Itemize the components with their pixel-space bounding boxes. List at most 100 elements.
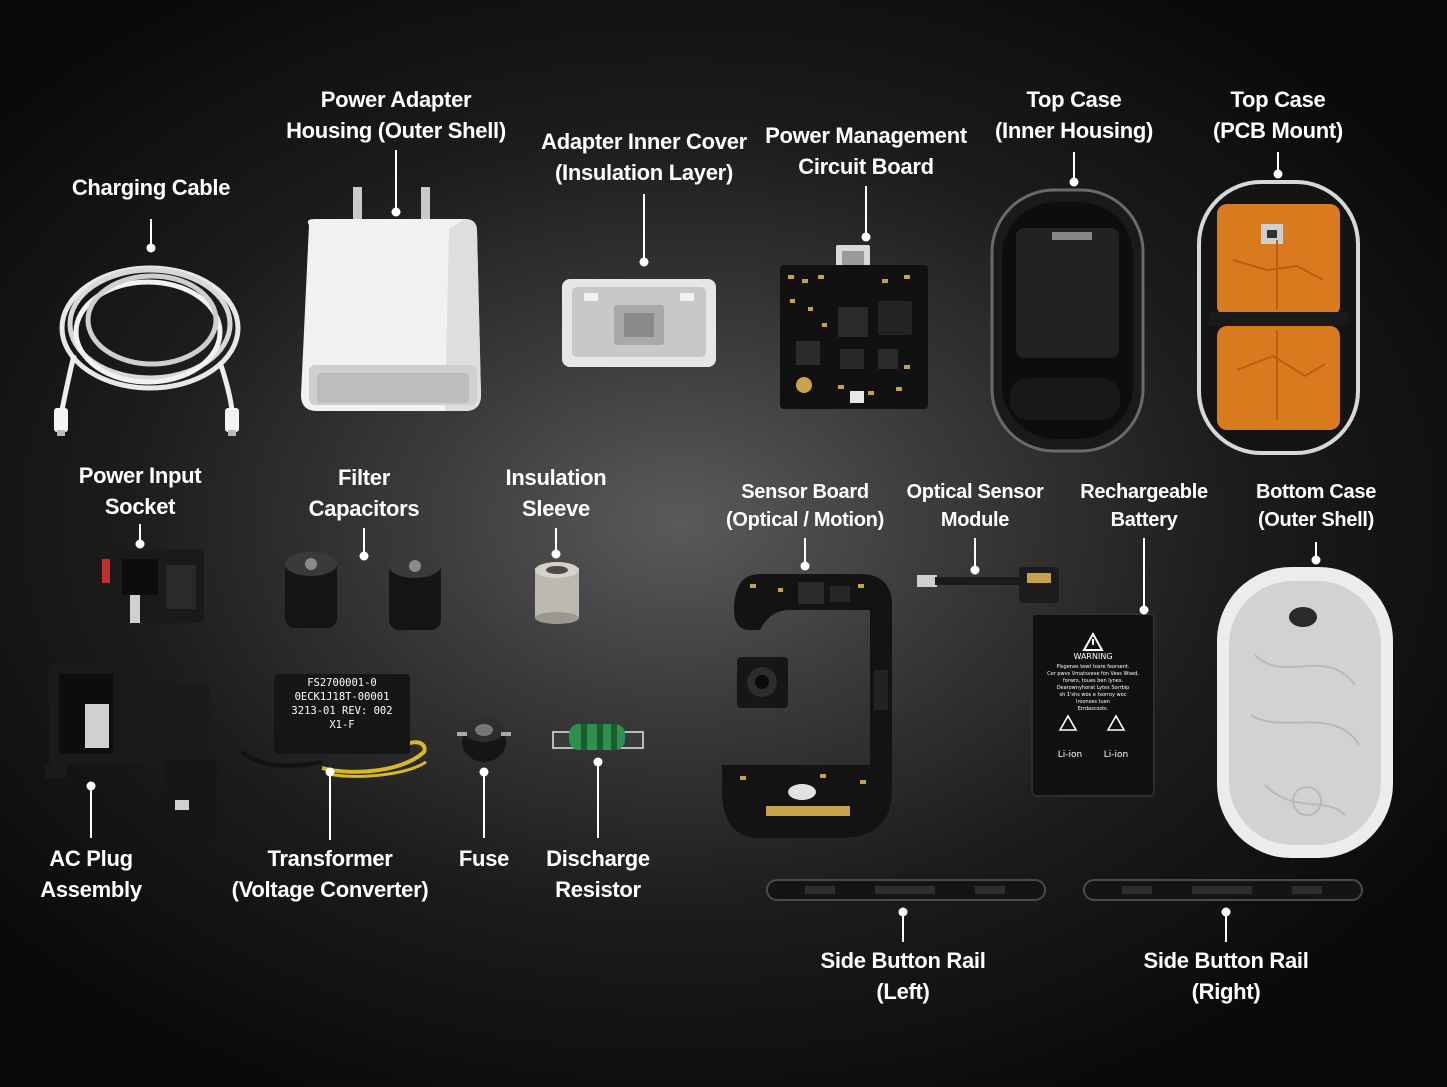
sensor-board-image [720, 570, 895, 842]
discharge-resistor-leader-dot [593, 757, 603, 767]
filter-capacitors-image [283, 548, 443, 632]
side-button-rail-right-label-line: (Right) [1191, 979, 1261, 1004]
power-management-board-leader-dot [861, 232, 871, 242]
side-button-rail-left-leader-line [902, 912, 904, 942]
top-case-pcb-leader-line [1277, 152, 1279, 174]
charging-cable-label-line: Charging Cable [71, 175, 231, 200]
ac-plug-assembly-label-line: AC Plug [49, 846, 133, 871]
top-case-pcb-leader-dot [1273, 169, 1283, 179]
rechargeable-battery-leader-line [1143, 538, 1145, 610]
transformer-image [232, 672, 432, 782]
battery-recycle-label-2: Li-ion [1103, 750, 1129, 760]
adapter-inner-cover-leader-dot [639, 257, 649, 267]
discharge-resistor-label-line: Resistor [555, 877, 641, 902]
insulation-sleeve-label-line: Insulation [505, 465, 607, 490]
ac-plug-assembly-image [45, 660, 225, 840]
sensor-board-label-line: (Optical / Motion) [726, 509, 884, 531]
optical-sensor-module-label-line: Module [940, 509, 1010, 531]
power-management-board-label-line: Circuit Board [798, 154, 934, 179]
bottom-case-leader-line [1315, 542, 1317, 560]
sensor-board-leader-dot [800, 561, 810, 571]
power-input-socket-label-line: Socket [104, 494, 176, 519]
charging-cable-leader-dot [146, 243, 156, 253]
filter-capacitors-leader-dot [359, 551, 369, 561]
top-case-inner-image [990, 188, 1145, 453]
discharge-resistor-image [552, 720, 644, 756]
power-adapter-housing-label-line: Housing (Outer Shell) [286, 118, 506, 143]
top-case-pcb-label: Top Case(PCB Mount) [1213, 84, 1343, 146]
power-adapter-housing-leader-dot [391, 207, 401, 217]
bottom-case-label-line: (Outer Shell) [1257, 509, 1375, 531]
top-case-inner-label: Top Case (Inner Housing) [995, 84, 1153, 146]
adapter-inner-cover-label-line: (Insulation Layer) [555, 160, 733, 185]
power-input-socket-image [100, 545, 210, 627]
side-button-rail-left-label-line: (Left) [876, 979, 930, 1004]
power-input-socket-leader-dot [135, 539, 145, 549]
ac-plug-assembly-leader-line [90, 786, 92, 838]
adapter-inner-cover-label-line: Adapter Inner Cover [541, 129, 747, 154]
sensor-camera-image [735, 655, 790, 710]
sensor-board-leader-line [804, 538, 806, 566]
top-case-inner-leader-dot [1069, 177, 1079, 187]
power-adapter-housing-leader-line [395, 150, 397, 212]
power-management-board-leader-line [865, 186, 867, 237]
rechargeable-battery-image [1030, 612, 1156, 798]
adapter-inner-cover-label: Adapter Inner Cover (Insulation Layer) [541, 126, 747, 188]
bottom-case-label: Bottom Case (Outer Shell) [1256, 478, 1376, 534]
transformer-marking: FS2700001-0 0ECK1J18T-00001 3213-01 REV:… [291, 677, 393, 731]
insulation-sleeve-leader-line [555, 528, 557, 554]
battery-recycle-label-1: Li-ion [1057, 750, 1083, 760]
charging-cable-label: Charging Cable [71, 172, 231, 203]
power-management-board-label-line: Power Management [765, 123, 967, 148]
fuse-label-line: Fuse [458, 846, 510, 871]
side-button-rail-right-leader-dot [1221, 907, 1231, 917]
top-case-pcb-label-line: Top Case [1230, 87, 1326, 112]
side-button-rail-left-label: Side Button Rail (Left) [820, 945, 985, 1007]
filter-capacitors-label-line: Filter [338, 465, 390, 490]
optical-sensor-module-leader-line [974, 538, 976, 570]
power-adapter-housing-label-line: Power Adapter [320, 87, 472, 112]
charging-cable-leader-line [150, 219, 152, 248]
top-case-inner-label-line: Top Case [1026, 87, 1122, 112]
transformer-label-line: (Voltage Converter) [231, 877, 429, 902]
transformer-label-line: Transformer [267, 846, 393, 871]
adapter-inner-cover-image [560, 275, 718, 370]
insulation-sleeve-label-line: Sleeve [522, 496, 590, 521]
ac-plug-assembly-label-line: Assembly [40, 877, 142, 902]
top-case-inner-label-line: (Inner Housing) [994, 118, 1154, 143]
bottom-case-label-line: Bottom Case [1255, 481, 1377, 503]
insulation-sleeve-image [532, 560, 582, 624]
top-case-inner-leader-line [1073, 152, 1075, 182]
discharge-resistor-leader-line [597, 762, 599, 838]
adapter-inner-cover-leader-line [643, 194, 645, 262]
fuse-leader-dot [479, 767, 489, 777]
side-button-rail-left-image [765, 878, 1047, 902]
optical-sensor-module-leader-dot [970, 565, 980, 575]
power-management-board-image [778, 245, 930, 410]
transformer-leader-dot [325, 767, 335, 777]
transformer-leader-line [329, 772, 331, 840]
optical-sensor-module-image [915, 565, 1065, 607]
side-button-rail-right-label: Side Button Rail (Right) [1143, 945, 1308, 1007]
rechargeable-battery-label-line: Rechargeable [1080, 481, 1208, 503]
bottom-case-leader-dot [1311, 555, 1321, 565]
fuse-image [455, 712, 513, 764]
sensor-board-label: Sensor Board(Optical / Motion) [726, 478, 884, 534]
discharge-resistor-label-line: Discharge [546, 846, 650, 871]
side-button-rail-right-leader-line [1225, 912, 1227, 942]
power-input-socket-leader-line [139, 524, 141, 544]
side-button-rail-right-label-line: Side Button Rail [1143, 948, 1309, 973]
transformer-label: Transformer (Voltage Converter) [232, 843, 429, 905]
fuse-label: Fuse [459, 843, 509, 874]
side-button-rail-left-label-line: Side Button Rail [820, 948, 986, 973]
side-button-rail-right-image [1082, 878, 1364, 902]
insulation-sleeve-leader-dot [551, 549, 561, 559]
